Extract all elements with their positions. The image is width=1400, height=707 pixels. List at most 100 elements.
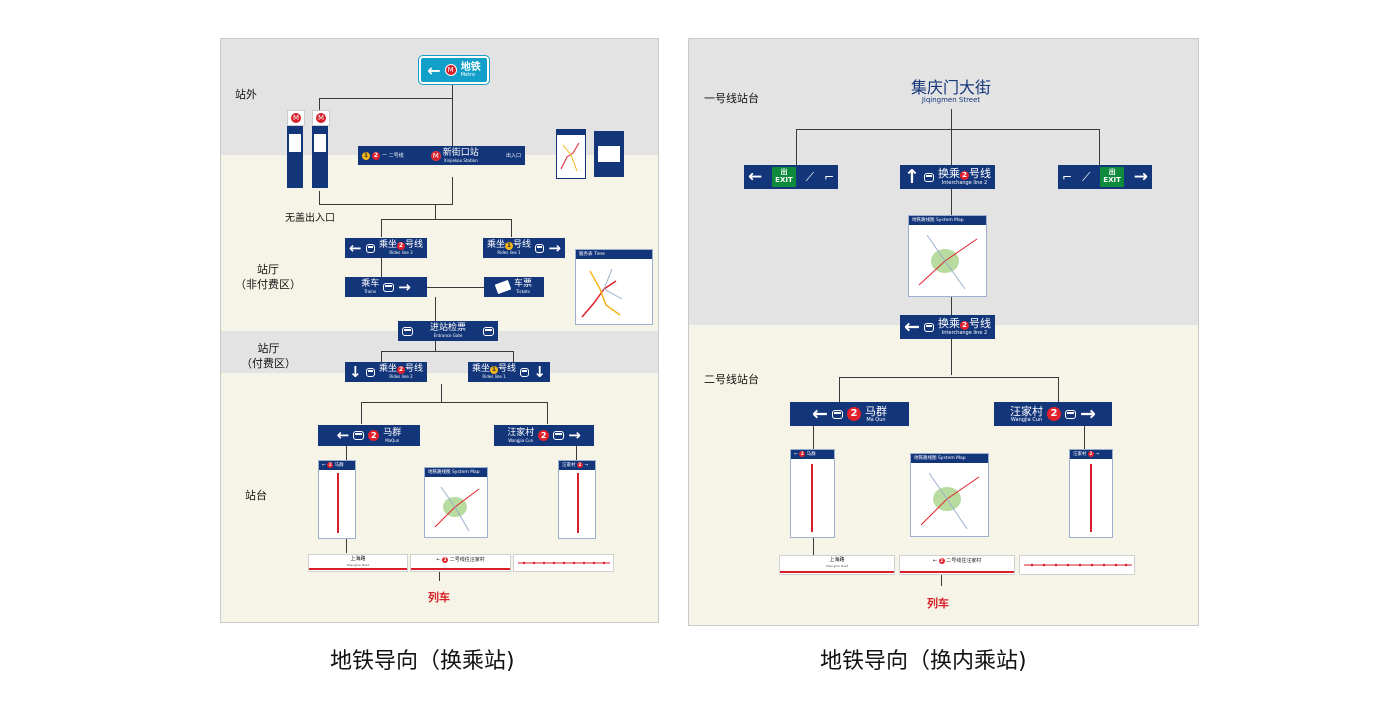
station-name-cn: 集庆门大街 (910, 78, 991, 97)
sign-en: Rides line 3 (389, 250, 413, 255)
arrow-left-icon: ← (336, 426, 350, 444)
platform-strip-station: 上海路 Shanghai Road (308, 554, 408, 572)
line-badge: 2 (442, 557, 449, 563)
zone-label-hall-paid-line2: （付费区） (241, 357, 296, 370)
strip-direction-cn: 二号线往汪家村 (449, 557, 485, 563)
strip-route-graphic (1024, 563, 1132, 567)
banner-entrance-label: 出入口 (505, 153, 521, 159)
arrow-left-icon: ← (812, 402, 828, 425)
banner-station-cn: 新街口站 (442, 147, 479, 158)
sign-en: Rides line 1 (482, 374, 506, 379)
left-diagram-panel: 站外 站厅 （非付费区） 站厅 （付费区） 站台 无盖出入口 ← M 地铁 Me… (220, 38, 659, 623)
arrow-left-icon: ← (748, 166, 763, 187)
line-badge: 2 (576, 462, 583, 468)
zone-label-hall-unpaid: 站厅 （非付费区） (235, 262, 301, 292)
metro-sign-cn: 地铁 (460, 61, 481, 73)
zone-label-platform: 站台 (245, 489, 267, 502)
arrow-up-icon: ↑ (904, 165, 920, 188)
sign-en: Rides line 2 (389, 374, 413, 379)
line-badge: 2 (396, 366, 405, 374)
outside-map-header (557, 130, 585, 135)
connector-line (1058, 377, 1059, 402)
info-board-table (598, 146, 620, 162)
route-cn: 马群 (806, 452, 816, 457)
route-stops-graphic (1090, 464, 1092, 532)
line-badge: 2 (1087, 451, 1094, 457)
sign-cn: 进站检票 (429, 323, 466, 333)
sign-trains: 乘车 Trains → (345, 277, 427, 297)
banner-lines-label: 一 二号线 (382, 153, 404, 159)
route-board-maqun: ← 2 马群 (318, 460, 356, 539)
sign-tickets: 车票 Tickets (484, 277, 544, 297)
entrance-pillar-left: M (287, 110, 305, 188)
sign-prefix: 乘坐 (378, 364, 397, 374)
route-arrow-icon: → (1095, 452, 1100, 457)
sign-en: Wangjia Cun (1010, 416, 1043, 423)
arrow-right-icon: → (398, 277, 411, 296)
connector-line (452, 83, 453, 99)
sign-en: Wangjia Cun (508, 437, 534, 443)
train-icon (353, 431, 365, 440)
connector-line (576, 446, 577, 460)
connector-line (839, 377, 1059, 378)
sign-prefix: 乘坐 (472, 364, 491, 374)
sign-suffix: 号线 (969, 167, 991, 180)
metro-logo-icon: M (444, 64, 457, 76)
system-map-board-lower: 地铁路线图 System Map (910, 453, 989, 537)
zone-label-hall-paid-line1: 站厅 (257, 342, 280, 355)
connector-line (813, 425, 814, 449)
pillar-map-graphic (289, 134, 301, 152)
platform-strip-route (1019, 555, 1135, 575)
connector-line (941, 574, 942, 586)
exit-cn: 出 (1108, 168, 1116, 177)
connector-line (951, 297, 952, 315)
ticket-icon (494, 279, 512, 295)
route-cn: 汪家村 (562, 463, 576, 468)
zone-label-hall-unpaid-line1: 站厅 (257, 263, 279, 276)
line-badge: 1 (490, 366, 499, 374)
left-caption: 地铁导向（换乘站) (330, 649, 515, 674)
train-icon (520, 367, 530, 377)
train-icon (553, 431, 565, 440)
arrow-down-icon: ↓ (533, 362, 546, 381)
station-name-en: Jiqingmen Street (921, 95, 981, 104)
arrow-right-icon: → (1133, 166, 1148, 187)
timetable-map-graphic (581, 268, 623, 318)
metro-logo-icon: M (312, 110, 330, 126)
line-badge: 2 (538, 430, 550, 441)
sign-to-maqun: ← 2 马群 MaQun (318, 425, 420, 446)
line1-badge: 1 (362, 151, 370, 160)
station-name-label: 集庆门大街 Jiqingmen Street (889, 79, 1013, 104)
connector-line (513, 351, 514, 362)
sign-entrance-gate: 进站检票 Entrance Gate (398, 321, 498, 341)
connector-line (435, 341, 436, 351)
platform-strip-route (513, 554, 614, 572)
route-stops-graphic (811, 464, 813, 532)
sign-to-wangjiacun: 汪家村 Wangjia Cun 2 → (494, 425, 594, 446)
strip-en: Shanghai Road (346, 563, 370, 567)
connector-line (441, 384, 442, 402)
train-label: 列车 (428, 591, 450, 604)
connector-line (951, 109, 952, 129)
sign-to-maqun: ← 2 马群 Ma Qun (790, 402, 909, 426)
route-stops-graphic (577, 473, 579, 533)
train-label: 列车 (927, 597, 949, 610)
zone-label-hall-paid: 站厅 （付费区） (241, 341, 296, 371)
connector-line (361, 402, 547, 403)
train-icon (482, 326, 494, 336)
line-badge: 1 (505, 242, 514, 250)
route-cn: 汪家村 (1073, 452, 1087, 457)
line-badge: 2 (960, 171, 969, 180)
system-map-en: System Map (937, 456, 966, 461)
sign-en: Trains (364, 289, 377, 294)
connector-line (1099, 129, 1100, 165)
connector-line (511, 219, 512, 237)
